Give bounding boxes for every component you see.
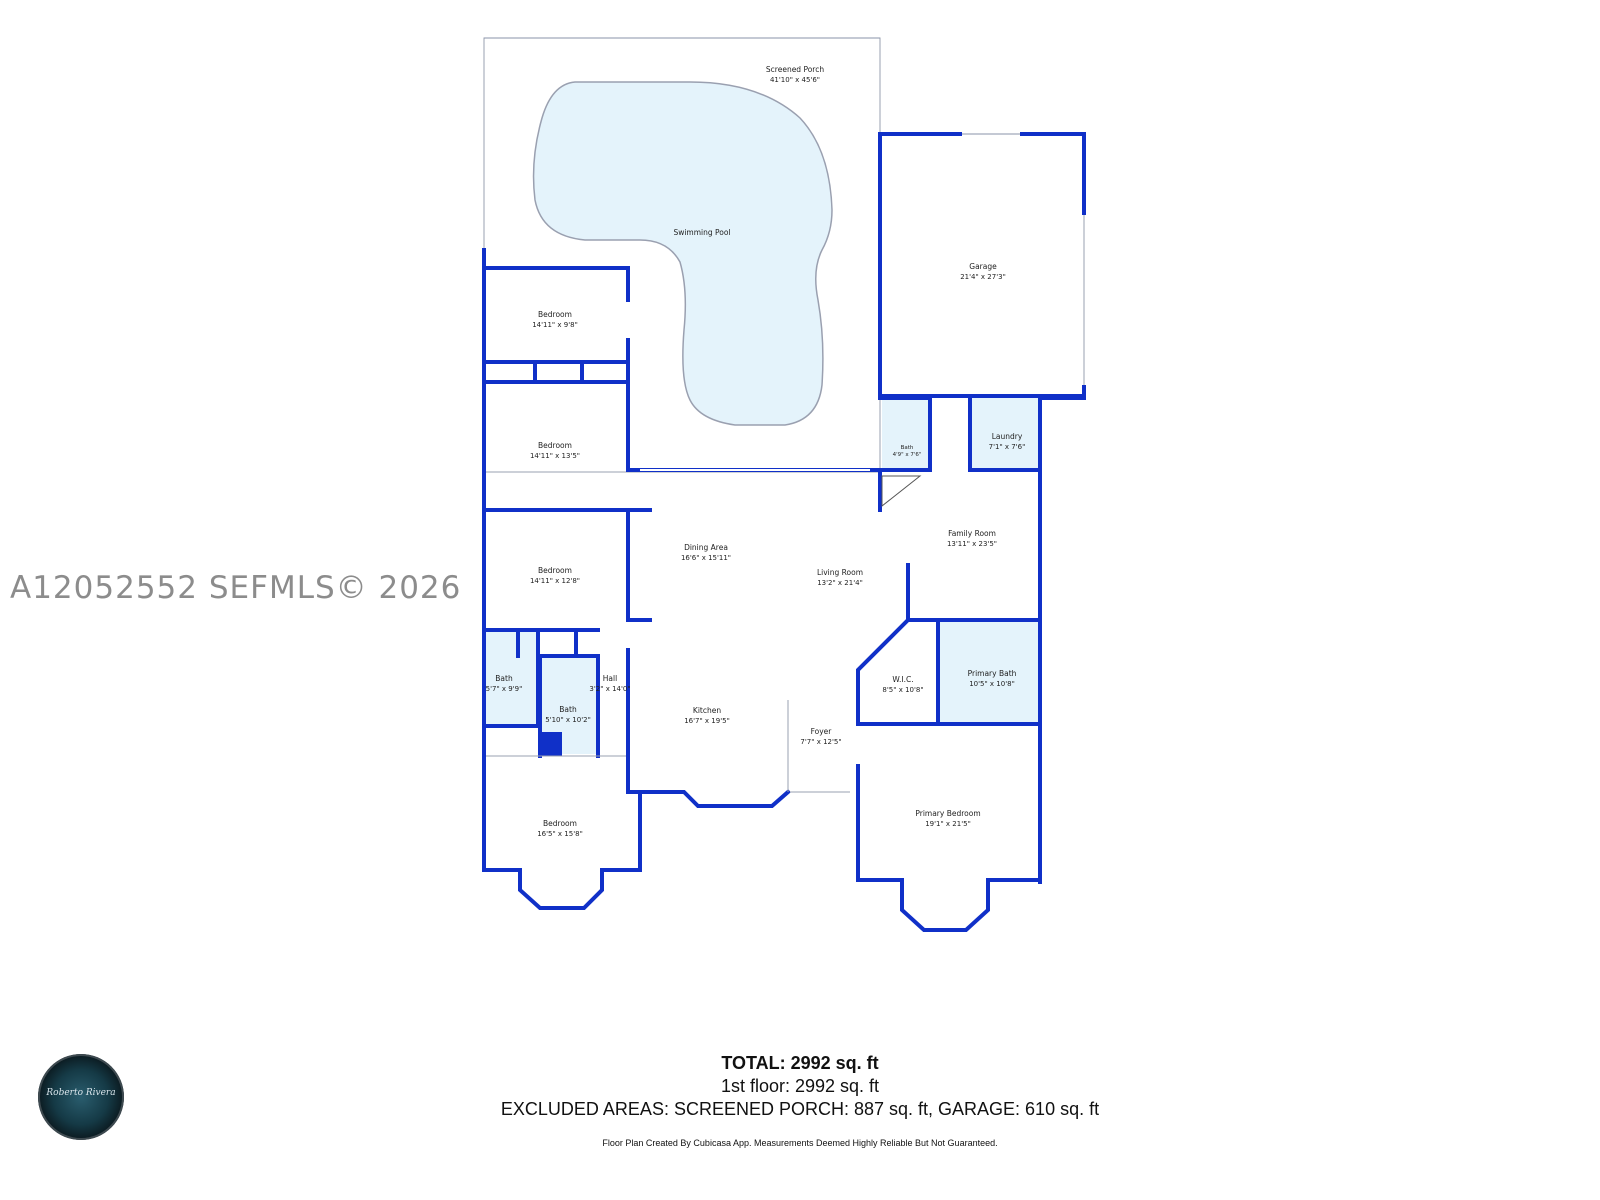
laundry-floor bbox=[972, 398, 1040, 470]
kitchen-name: Kitchen bbox=[693, 706, 721, 715]
floor1-area: 1st floor: 2992 sq. ft bbox=[720, 1076, 880, 1096]
foyer-name: Foyer bbox=[811, 727, 833, 736]
hall-name: Hall bbox=[603, 674, 617, 683]
bedroom1-top-wall bbox=[482, 266, 630, 302]
bath-a-dim: 5'7" x 9'9" bbox=[486, 685, 523, 693]
primary-bedroom-walls bbox=[856, 764, 1042, 932]
wic-name: W.I.C. bbox=[892, 675, 913, 684]
bedroom2-name: Bedroom bbox=[538, 441, 572, 450]
family-room-name: Family Room bbox=[948, 529, 996, 538]
dining-name: Dining Area bbox=[684, 543, 728, 552]
dining-dim: 16'6" x 15'11" bbox=[681, 554, 731, 562]
bath-b-walls bbox=[538, 654, 600, 758]
screened-porch-name: Screened Porch bbox=[766, 65, 824, 74]
pool-name: Swimming Pool bbox=[673, 228, 730, 237]
living-dim: 13'2" x 21'4" bbox=[817, 579, 863, 587]
bedroom3-dim: 14'11" x 12'8" bbox=[530, 577, 580, 585]
primary-bedroom-name: Primary Bedroom bbox=[915, 809, 980, 818]
primary-bath-dim: 10'5" x 10'8" bbox=[969, 680, 1015, 688]
shower-block bbox=[540, 732, 562, 756]
foyer-dim: 7'7" x 12'5" bbox=[800, 738, 841, 746]
garage-name: Garage bbox=[969, 262, 997, 271]
total-area: TOTAL: 2992 sq. ft bbox=[721, 1053, 879, 1073]
screened-porch-dim: 41'10" x 45'6" bbox=[770, 76, 820, 84]
excluded-areas: EXCLUDED AREAS: SCREENED PORCH: 887 sq. … bbox=[500, 1099, 1100, 1119]
family-room-dim: 13'11" x 23'5" bbox=[947, 540, 997, 548]
laundry-name: Laundry bbox=[992, 432, 1023, 441]
bedroom3-name: Bedroom bbox=[538, 566, 572, 575]
stair-hatch bbox=[881, 475, 922, 508]
bedroom4-walls bbox=[482, 754, 642, 910]
bath-small-dim: 4'9" x 7'6" bbox=[893, 452, 922, 458]
wic-dim: 8'5" x 10'8" bbox=[882, 686, 923, 694]
disclaimer: Floor Plan Created By Cubicasa App. Meas… bbox=[602, 1138, 998, 1148]
bedroom1-name: Bedroom bbox=[538, 310, 572, 319]
photographer-logo: Roberto Rivera bbox=[38, 1054, 124, 1140]
bedroom2-dim: 14'11" x 13'5" bbox=[530, 452, 580, 460]
bath-small-floor bbox=[882, 398, 930, 470]
hall-dim: 3'2" x 14'0" bbox=[589, 685, 630, 693]
wic-walls bbox=[856, 617, 940, 726]
swimming-pool bbox=[532, 81, 833, 426]
bath-small-name: Bath bbox=[901, 445, 914, 451]
primary-bath-name: Primary Bath bbox=[968, 669, 1017, 678]
bedroom4-dim: 16'5" x 15'8" bbox=[537, 830, 583, 838]
garage-dim: 21'4" x 27'3" bbox=[960, 273, 1006, 281]
bath-a-floor bbox=[486, 632, 538, 726]
bedroom1-dim: 14'11" x 9'8" bbox=[532, 321, 578, 329]
logo-script: Roberto Rivera bbox=[46, 1088, 116, 1098]
laundry-dim: 7'1" x 7'6" bbox=[989, 443, 1026, 451]
kitchen-dim: 16'7" x 19'5" bbox=[684, 717, 730, 725]
primary-bath-floor bbox=[940, 622, 1038, 724]
bedroom4-name: Bedroom bbox=[543, 819, 577, 828]
bath-b-dim: 5'10" x 10'2" bbox=[545, 716, 591, 724]
living-name: Living Room bbox=[817, 568, 863, 577]
bath-b-name: Bath bbox=[559, 705, 577, 714]
bath-a-name: Bath bbox=[495, 674, 513, 683]
kitchen-bay-wall bbox=[626, 789, 791, 808]
bath-small-walls bbox=[878, 396, 932, 472]
primary-bedroom-dim: 19'1" x 21'5" bbox=[925, 820, 971, 828]
mls-watermark: A12052552 SEFMLS© 2026 bbox=[10, 570, 462, 606]
